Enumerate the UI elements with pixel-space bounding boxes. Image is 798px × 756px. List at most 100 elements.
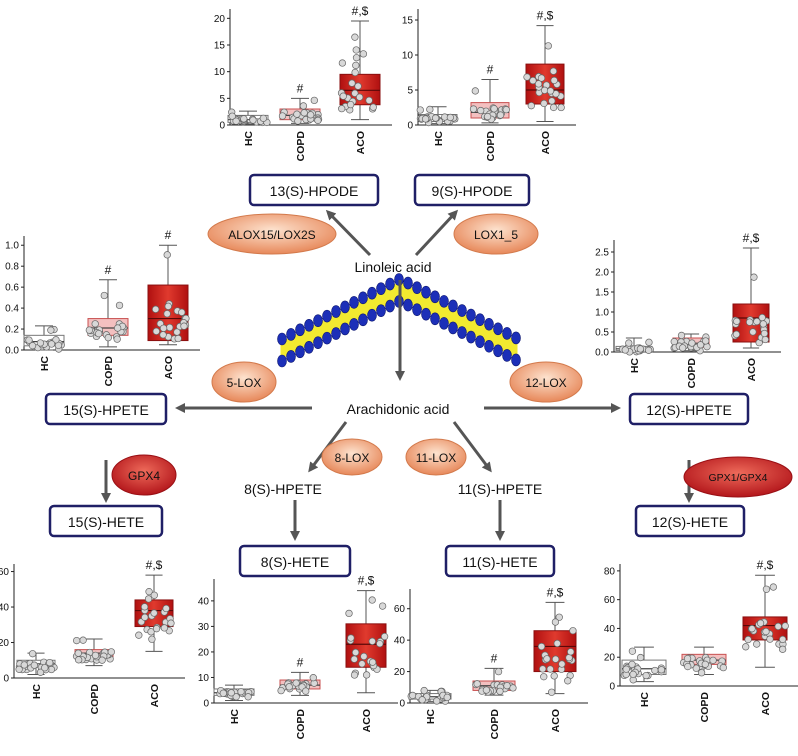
sample-point	[174, 334, 182, 343]
sample-point	[355, 93, 364, 101]
membrane-head-upper	[412, 281, 422, 294]
membrane-head-lower	[358, 313, 368, 327]
membrane-head-lower	[511, 353, 521, 367]
membrane-head-upper	[475, 313, 485, 326]
membrane-illustration	[277, 273, 521, 368]
sample-point	[683, 654, 692, 663]
sample-point	[642, 671, 650, 680]
sample-point	[534, 80, 543, 88]
metabolite-15s-hpete: 15(S)-HPETE	[44, 392, 168, 426]
sample-point	[47, 326, 55, 334]
significance-mark: #,$	[146, 558, 163, 572]
sample-point	[529, 76, 537, 85]
membrane-head-lower	[493, 344, 503, 358]
sample-point	[684, 662, 692, 671]
arrow-linoleic-to-13hpode	[325, 209, 372, 257]
sample-point	[277, 686, 285, 695]
sample-point	[293, 110, 301, 118]
sample-point	[553, 639, 561, 648]
metabolite-11s-hpete-label: 11(S)-HPETE	[458, 481, 543, 497]
pathway-arrows	[101, 209, 694, 541]
membrane-head-upper	[502, 327, 512, 340]
membrane-head-lower	[313, 336, 323, 349]
sample-point	[469, 105, 478, 113]
enzyme-gpx1-gpx4: GPX1/GPX4	[683, 456, 793, 498]
sample-point	[378, 602, 387, 610]
enzyme-gpx4-label: GPX4	[128, 469, 160, 483]
sample-point	[503, 682, 511, 690]
sample-point	[300, 109, 308, 117]
sample-point	[546, 665, 554, 673]
membrane-head-upper	[358, 291, 368, 305]
sample-point	[351, 33, 359, 41]
category-label-aco: ACO	[760, 692, 772, 715]
sample-point	[421, 115, 430, 123]
sample-point	[482, 686, 491, 694]
sample-point	[140, 603, 149, 611]
sample-point	[278, 112, 287, 120]
box-hc	[227, 114, 269, 123]
y-tick-label: 10	[402, 51, 414, 62]
sample-point	[697, 669, 706, 677]
sample-point	[431, 114, 440, 122]
sample-point	[688, 339, 696, 347]
sample-point	[259, 114, 268, 122]
category-label-copd: COPD	[489, 709, 501, 740]
y-tick-label: 0.4	[5, 304, 19, 315]
sample-point	[494, 667, 503, 676]
sample-point	[762, 585, 771, 593]
membrane-head-lower	[322, 331, 332, 345]
sample-point	[696, 341, 705, 349]
sample-point	[433, 697, 441, 705]
sample-point	[490, 105, 498, 113]
sample-point	[227, 689, 235, 697]
membrane-head-upper	[484, 317, 494, 331]
sample-point	[79, 636, 87, 644]
y-tick-label: 60	[0, 567, 9, 578]
category-label-copd: COPD	[686, 358, 698, 389]
membrane-head-upper	[376, 282, 386, 295]
sample-point	[753, 640, 761, 648]
membrane-head-lower	[295, 345, 305, 359]
membrane-head-lower	[412, 303, 422, 316]
sample-point	[496, 687, 504, 695]
sample-point	[348, 79, 356, 87]
sample-point	[354, 82, 362, 90]
category-label-hc: HC	[243, 131, 255, 147]
membrane-head-upper	[466, 308, 476, 322]
sample-point	[774, 622, 782, 631]
membrane-head-lower	[385, 299, 395, 313]
enzyme-8-lox: 8-LOX	[321, 438, 383, 476]
membrane-head-lower	[448, 321, 458, 335]
sample-point	[352, 54, 361, 62]
sample-point	[543, 655, 551, 663]
category-label-copd: COPD	[485, 131, 497, 162]
sample-point	[368, 637, 376, 645]
sample-point	[292, 679, 300, 687]
y-tick-label: 20	[604, 653, 616, 664]
sample-point	[544, 42, 552, 50]
metabolite-13s-hpode: 13(S)-HPODE	[248, 173, 380, 207]
sample-point	[420, 686, 428, 695]
sample-point	[180, 322, 188, 330]
category-label-copd: COPD	[89, 684, 101, 715]
sample-point	[625, 339, 633, 347]
sample-point	[75, 656, 83, 664]
sample-point	[98, 656, 106, 664]
y-tick-label: 2.0	[595, 268, 609, 279]
membrane-head-upper	[367, 286, 377, 300]
sample-point	[294, 117, 302, 125]
y-tick-label: 20	[198, 647, 210, 658]
metabolite-15s-hete-label: 15(S)-HETE	[68, 514, 144, 530]
membrane-head-lower	[475, 335, 485, 348]
sample-point	[443, 693, 451, 702]
enzyme-lox1-5-label: LOX1_5	[474, 228, 518, 242]
sample-point	[350, 671, 359, 679]
sample-point	[178, 308, 186, 316]
sample-point	[345, 609, 353, 618]
sample-point	[702, 337, 710, 345]
sample-point	[351, 89, 359, 97]
